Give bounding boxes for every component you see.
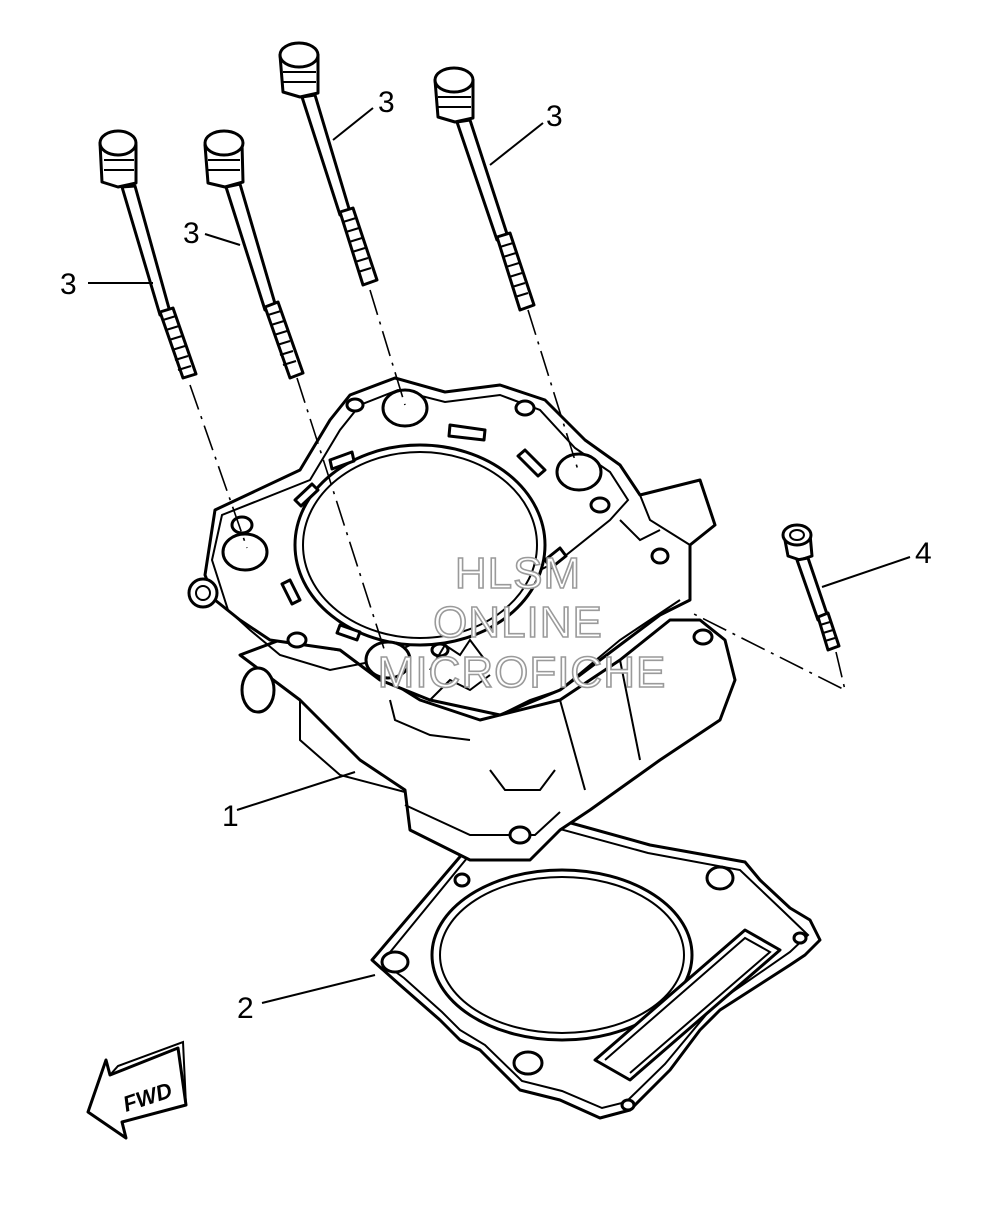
cylinder-bolt-4 <box>433 66 536 312</box>
leader-lines <box>88 107 911 1004</box>
cylinder-gasket <box>370 818 822 1120</box>
cylinder-body <box>187 376 737 862</box>
watermark: HLSM ONLINE MICROFICHE <box>377 548 667 698</box>
watermark-line-3: MICROFICHE <box>378 648 667 697</box>
small-cylinder-bolt <box>781 523 841 652</box>
callout-3-center: 3 <box>378 86 395 119</box>
callout-1: 1 <box>222 800 239 833</box>
fwd-arrow: FWD <box>86 1040 188 1140</box>
callout-3-right: 3 <box>546 100 563 133</box>
cylinder-bolt-1 <box>98 129 198 380</box>
cylinder-bolt-3 <box>278 41 379 287</box>
callout-3-inner: 3 <box>183 217 200 250</box>
callout-2: 2 <box>237 992 254 1025</box>
watermark-line-1: HLSM <box>455 549 581 598</box>
callout-3-left: 3 <box>60 268 77 301</box>
cylinder-bolt-2 <box>203 129 305 380</box>
watermark-line-2: ONLINE <box>433 598 603 647</box>
assembly-centerlines <box>189 289 847 692</box>
callout-labels: 1 2 3 3 3 3 4 <box>60 86 932 1025</box>
callout-4: 4 <box>915 537 932 570</box>
